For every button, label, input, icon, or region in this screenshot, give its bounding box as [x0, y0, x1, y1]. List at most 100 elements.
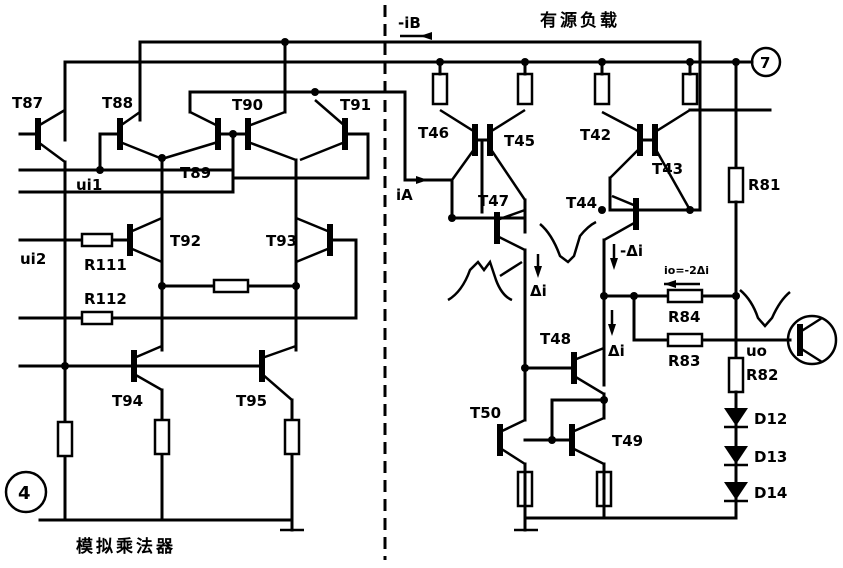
ia-label: iA [396, 186, 413, 204]
t45-label: T45 [504, 132, 535, 150]
t47-collector [496, 208, 526, 222]
t49-collector [571, 416, 605, 434]
t87-collector [37, 108, 66, 128]
t49-emitter [571, 446, 605, 466]
t92-label: T92 [170, 232, 201, 250]
junction-r84-left [600, 292, 608, 300]
junction-r46 [436, 58, 444, 66]
t94-emitter-resistor [153, 418, 171, 456]
t89-emitter [164, 140, 219, 160]
t42-load-resistor [593, 72, 611, 106]
r81-resistor [727, 166, 745, 204]
junction-r45 [521, 58, 529, 66]
t95-collector [261, 344, 297, 360]
t42-collector-wire [608, 176, 692, 212]
junction-t43 [686, 206, 694, 214]
waveform-t45 [539, 220, 597, 264]
t42-emitter [601, 110, 641, 134]
d14-label: D14 [754, 484, 787, 502]
t48-label: T48 [540, 330, 571, 348]
t91-collector [314, 99, 346, 127]
emitter-resistor [212, 278, 250, 294]
t93-emitter [295, 246, 331, 264]
ia-arrow [416, 176, 428, 184]
d13-label: D13 [754, 448, 787, 466]
t90-emitter [247, 140, 297, 162]
junction-node7 [732, 58, 740, 66]
r112-label: R112 [84, 290, 127, 308]
right-section-title: 有源负载 [540, 10, 620, 31]
junction-t91-collector [311, 88, 319, 96]
delta-i-label-1: Δi [530, 282, 547, 300]
t42-collector [609, 147, 641, 179]
waveform-t47 [447, 259, 513, 302]
junction-r42 [598, 58, 606, 66]
t95-label: T95 [236, 392, 267, 410]
t50-label: T50 [470, 404, 501, 422]
t49-label: T49 [612, 432, 643, 450]
t45-collector [488, 147, 527, 201]
r82-label: R82 [746, 366, 778, 384]
node-4-label: 4 [18, 483, 31, 504]
t42-label: T42 [580, 126, 611, 144]
t46-load-resistor [431, 72, 449, 106]
top-rail-wire [63, 60, 754, 142]
left-section-title: 模拟乘法器 [76, 536, 176, 557]
t45-emitter [489, 108, 526, 134]
upper-rail-wire [138, 40, 702, 212]
t94-collector [133, 344, 163, 360]
t88-emitter [119, 140, 161, 160]
output-transistor-emitter [799, 346, 823, 364]
t87-label: T87 [12, 94, 43, 112]
r83-wire [632, 294, 792, 342]
t92-collector [129, 216, 163, 234]
t43-label: T43 [652, 160, 683, 178]
t90-label: T90 [232, 96, 263, 114]
junction-top-rail-t90 [281, 38, 289, 46]
t93-collector [295, 216, 331, 234]
t44-label: T44 [566, 194, 597, 212]
r84-label: R84 [668, 308, 700, 326]
t46-emitter [439, 108, 476, 134]
t48-collector [573, 346, 605, 362]
t93-base-wire [18, 238, 358, 320]
t95-emitter-resistor [283, 418, 301, 456]
t43-emitter [654, 108, 691, 134]
t43-load-resistor [681, 72, 699, 106]
t88-label: T88 [102, 94, 133, 112]
t44-collector [611, 194, 637, 208]
t91-emitter [299, 140, 346, 162]
t46-label: T46 [418, 124, 449, 142]
t48-emitter [573, 374, 605, 396]
r111-label: R111 [84, 256, 127, 274]
t88-collector [119, 110, 141, 128]
r84-resistor [666, 288, 704, 304]
t95-emitter [261, 373, 293, 401]
t46-collector [450, 147, 477, 181]
junction-t89-t90 [229, 130, 237, 138]
junction-t89 [158, 154, 166, 162]
r83-resistor [666, 332, 704, 348]
junction-t49-base [548, 436, 556, 444]
t91-base-wire [343, 132, 370, 180]
output-transistor-collector [799, 316, 823, 334]
t89-collector [189, 110, 219, 128]
t44-emitter [603, 220, 637, 242]
waveform-pointer [499, 260, 523, 278]
d12-diode [724, 408, 748, 426]
d14-diode [724, 482, 748, 500]
delta-i-label-3: Δi [608, 342, 625, 360]
t47-emitter [496, 234, 526, 252]
junction-r84-right [732, 292, 740, 300]
junction-bias [61, 362, 69, 370]
t91-label: T91 [340, 96, 371, 114]
junction-r43 [686, 58, 694, 66]
t47-label: T47 [478, 192, 509, 210]
t92-emitter [129, 246, 163, 264]
r83-label: R83 [668, 352, 700, 370]
t45-load-resistor [516, 72, 534, 106]
node-4-circle [4, 470, 48, 514]
t87-load-resistor [56, 420, 74, 458]
d12-label: D12 [754, 410, 787, 428]
